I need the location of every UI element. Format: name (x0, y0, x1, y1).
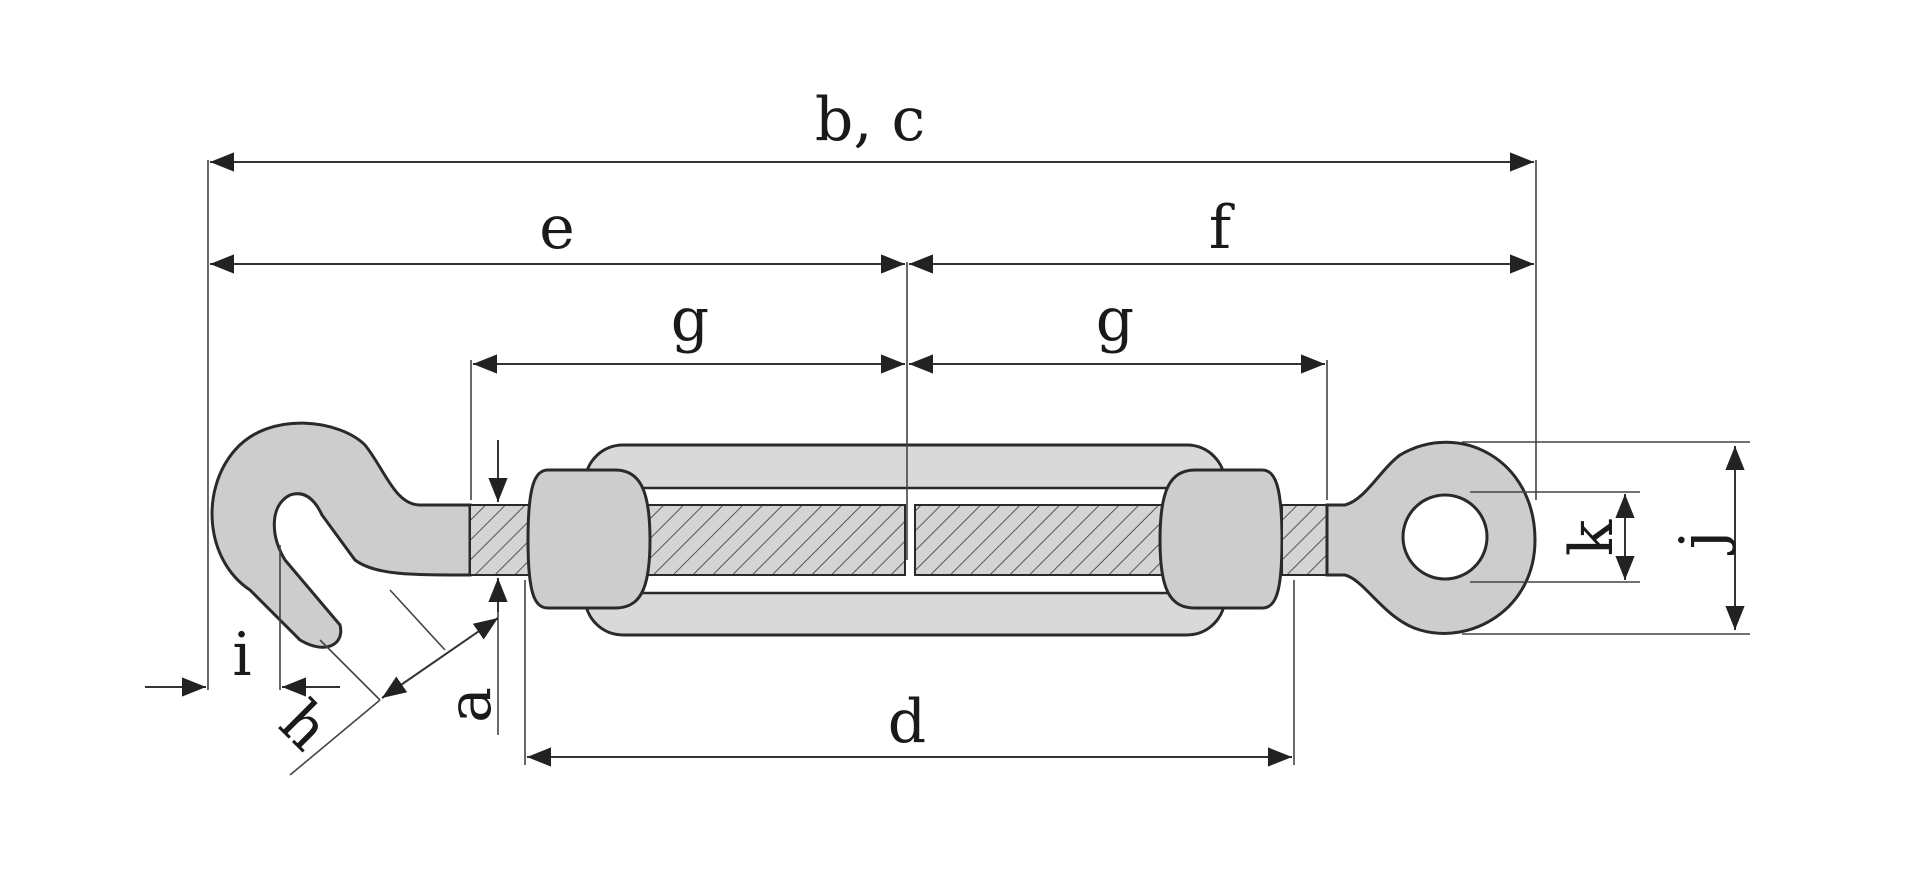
dim-line-h (381, 617, 499, 699)
label-f: f (1209, 193, 1235, 263)
label-g-left: g (671, 285, 709, 355)
left-boss (526, 468, 652, 610)
label-k: k (1557, 519, 1627, 556)
label-j: j (1667, 531, 1737, 556)
right-boss (1158, 468, 1284, 610)
extension-lines (207, 160, 1750, 776)
label-a: a (435, 687, 505, 723)
dimension-labels: b, c e f g g d i a h j k (232, 85, 1737, 764)
label-d: d (888, 687, 926, 757)
label-i: i (232, 620, 251, 690)
hook-thread (469, 504, 533, 576)
eye-thread (1281, 504, 1328, 576)
label-e: e (539, 193, 575, 263)
turnbuckle-body (210, 421, 1537, 649)
dimension-lines (145, 152, 1745, 767)
inner-thread-right (914, 504, 1176, 576)
label-g-right: g (1096, 285, 1134, 355)
inner-thread-left (639, 504, 906, 576)
label-h: h (266, 687, 343, 764)
hook (210, 421, 472, 649)
eye-hole (1401, 493, 1489, 581)
label-bc: b, c (815, 85, 925, 155)
